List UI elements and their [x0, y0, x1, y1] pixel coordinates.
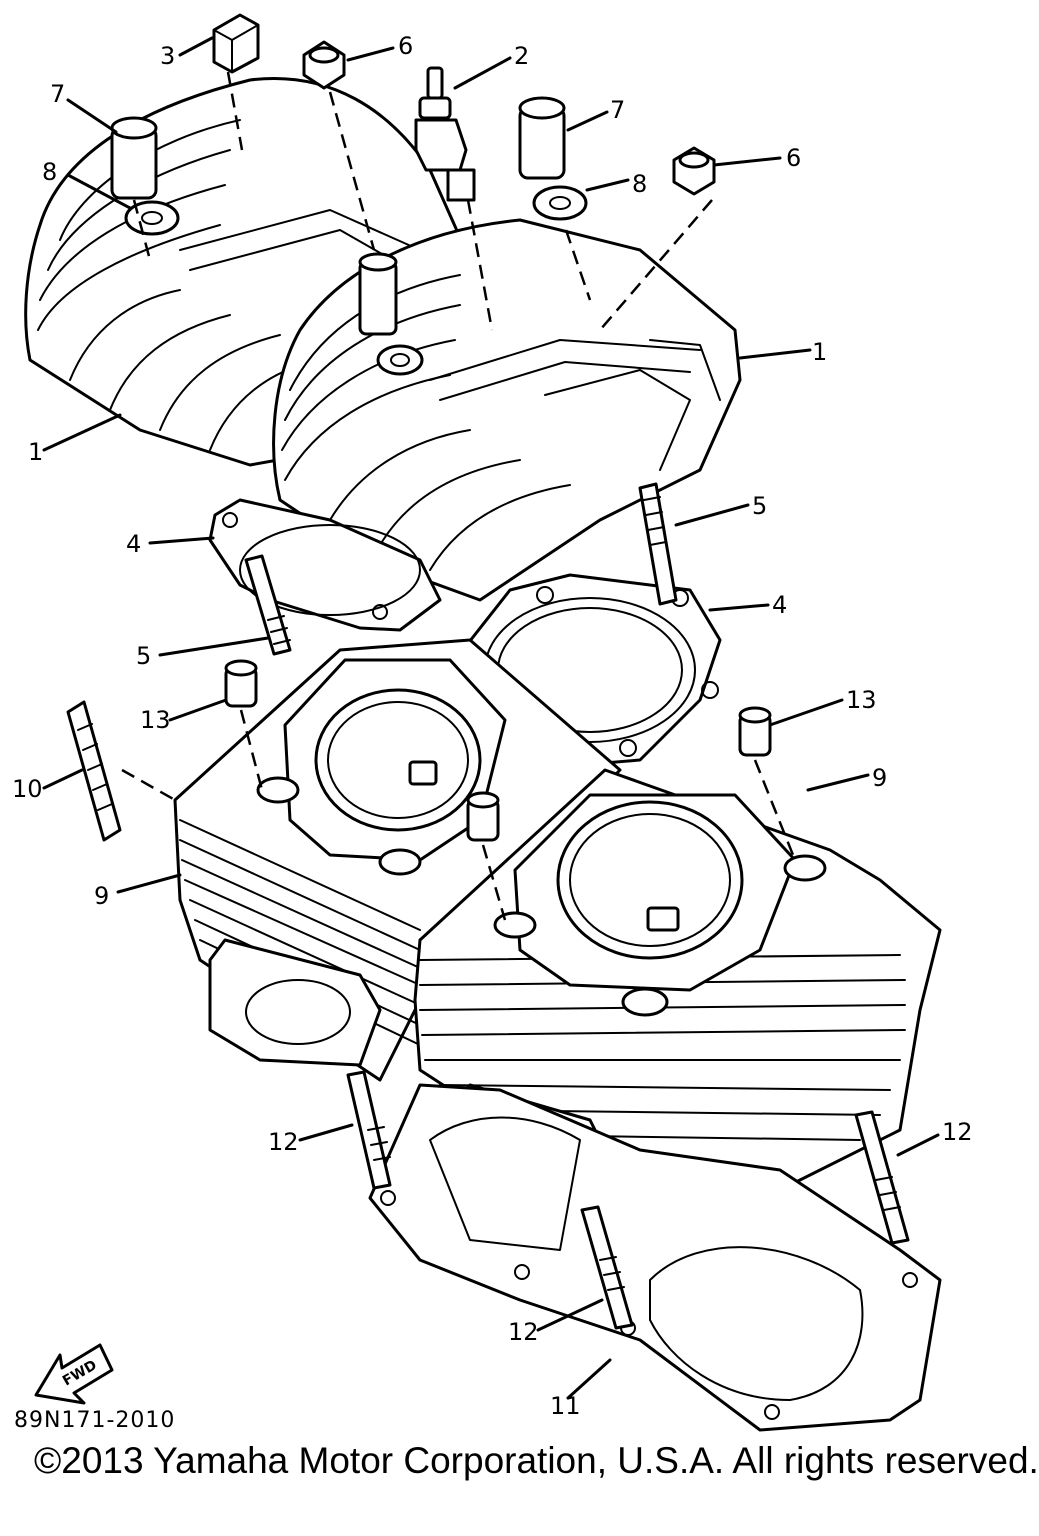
callout-8-left: 8 — [42, 158, 57, 186]
stud-bolt-lower — [244, 554, 292, 656]
washer-left — [124, 200, 180, 236]
cap-nut-right — [672, 146, 716, 196]
callout-11: 11 — [550, 1392, 581, 1420]
washer-right — [532, 185, 588, 221]
callout-9-left: 9 — [94, 882, 109, 910]
bolt-13-center — [466, 791, 500, 842]
bolt-13-right — [738, 706, 772, 757]
cylinder-front — [413, 768, 942, 1202]
callout-12-left: 12 — [268, 1128, 299, 1156]
callout-13-left: 13 — [140, 706, 171, 734]
cap-nut-left — [302, 40, 346, 90]
callout-6-right: 6 — [786, 144, 801, 172]
callout-3: 3 — [160, 42, 175, 70]
stud-12-left — [346, 1070, 392, 1190]
stud-bolt-upper — [638, 482, 678, 606]
callout-7-left: 7 — [50, 80, 65, 108]
cylinder-rear — [173, 638, 622, 1082]
callout-5-upper: 5 — [752, 492, 767, 520]
callout-12-right: 12 — [942, 1118, 973, 1146]
callout-13-right: 13 — [846, 686, 877, 714]
collar-left — [110, 116, 158, 200]
callout-2: 2 — [514, 42, 529, 70]
callout-numbers: 3 6 2 7 7 6 8 8 1 1 4 5 4 5 13 13 10 9 9… — [12, 32, 973, 1420]
callout-9-right: 9 — [872, 764, 887, 792]
stud-12-center — [580, 1205, 634, 1330]
stud-12-right — [854, 1110, 910, 1245]
collar-right — [518, 96, 566, 180]
copyright-notice: ©2013 Yamaha Motor Corporation, U.S.A. A… — [34, 1440, 1039, 1481]
base-gasket — [368, 1083, 942, 1432]
callout-7-right: 7 — [610, 96, 625, 124]
callout-4-right: 4 — [772, 591, 787, 619]
bolt-13-left — [224, 659, 258, 708]
callout-6-left: 6 — [398, 32, 413, 60]
callout-5-lower: 5 — [136, 642, 151, 670]
drawing-number: 89N171-2010 — [14, 1408, 176, 1433]
spark-plug — [414, 66, 476, 202]
callout-12-center: 12 — [508, 1318, 539, 1346]
callout-1-right: 1 — [812, 338, 827, 366]
fwd-arrow-icon: FWD — [34, 1343, 114, 1405]
cylinder-head-front — [272, 218, 742, 602]
leader-lines — [42, 36, 940, 1400]
callout-4-left: 4 — [126, 530, 141, 558]
callout-10: 10 — [12, 775, 43, 803]
callout-8-right: 8 — [632, 170, 647, 198]
part-10-chain-guide — [66, 700, 122, 842]
callout-1-left: 1 — [28, 438, 43, 466]
spark-plug-cap — [212, 13, 260, 74]
